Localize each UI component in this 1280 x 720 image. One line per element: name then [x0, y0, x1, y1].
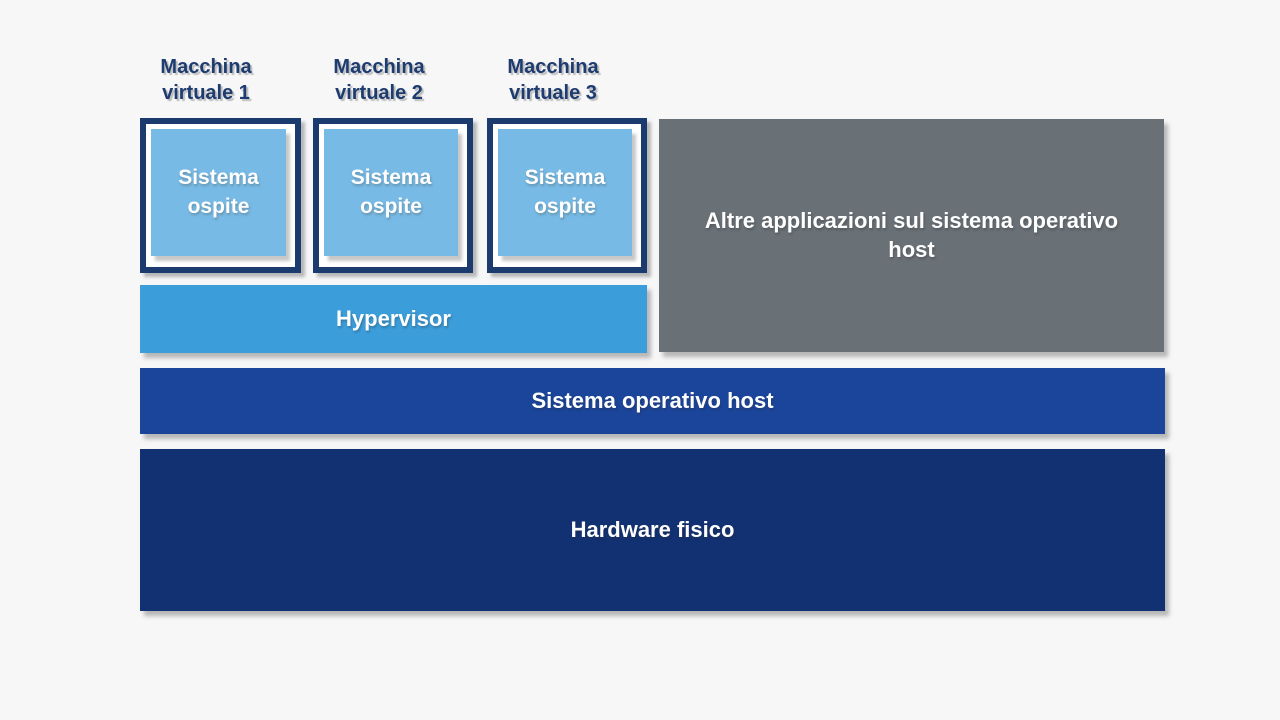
vm-2-title: Macchina virtuale 2	[333, 56, 425, 105]
vm-1-box: Sistema ospite	[140, 118, 301, 273]
vm-2-guest-os-box: Sistema ospite	[324, 129, 458, 256]
vm-3-box: Sistema ospite	[487, 118, 647, 273]
physical-hardware-box: Hardware fisico	[140, 449, 1165, 611]
other-applications-box: Altre applicazioni sul sistema operativo…	[659, 119, 1164, 352]
vm-3-title: Macchina virtuale 3	[507, 56, 599, 105]
vm-3-guest-os-box: Sistema ospite	[498, 129, 632, 256]
vm-1-guest-os-box: Sistema ospite	[151, 129, 286, 256]
host-os-bar: Sistema operativo host	[140, 368, 1165, 434]
hypervisor-bar: Hypervisor	[140, 285, 647, 353]
vm-1-title: Macchina virtuale 1	[160, 56, 252, 105]
vm-2-box: Sistema ospite	[313, 118, 473, 273]
